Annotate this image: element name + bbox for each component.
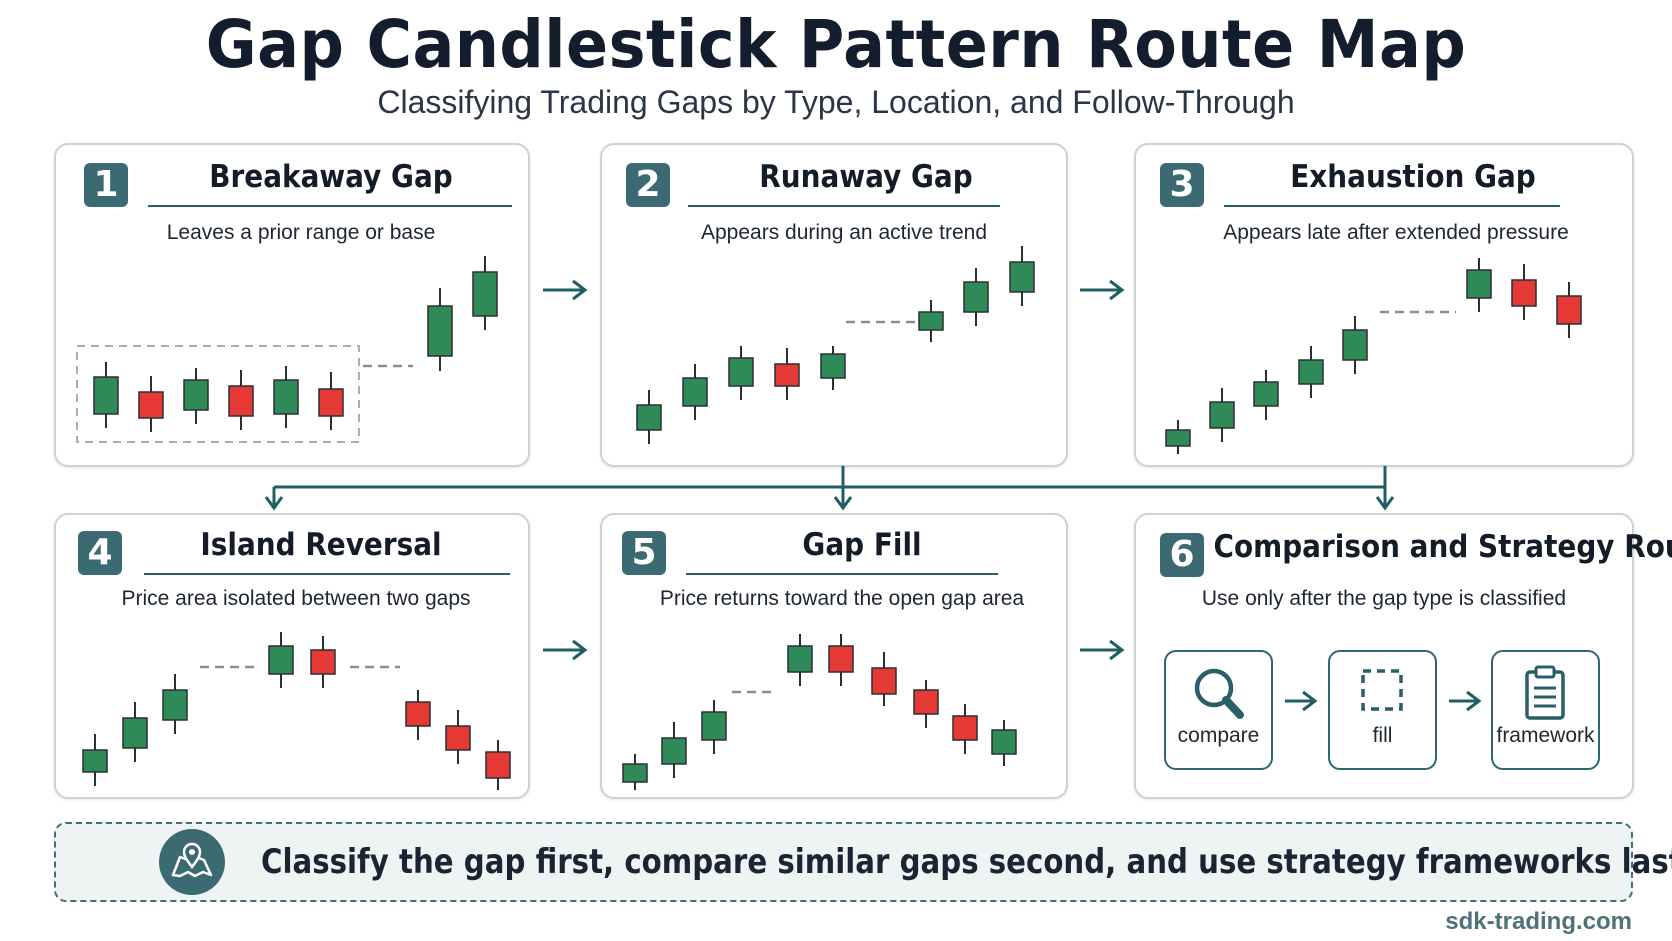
bearish-candle <box>871 667 897 695</box>
bullish-candle <box>963 281 989 313</box>
bearish-candle <box>405 701 431 727</box>
bullish-candle <box>728 357 754 387</box>
panel-description: Appears during an active trend <box>700 221 987 244</box>
bullish-candle <box>636 404 662 431</box>
bullish-candle <box>661 737 687 765</box>
route-label: fill <box>1372 724 1393 747</box>
bullish-candle <box>268 645 294 675</box>
banner-text: Classify the gap first, compare similar … <box>261 842 1672 882</box>
bullish-candle <box>1209 401 1235 429</box>
flow-arrow-head <box>833 496 853 511</box>
route-compare: compare <box>1164 650 1273 770</box>
panel-description: Use only after the gap type is classifie… <box>1201 587 1567 610</box>
flow-arrow-head <box>1109 279 1125 301</box>
map-pin-icon <box>159 829 225 895</box>
panel-description: Appears late after extended pressure <box>1223 221 1569 244</box>
magnifier-icon <box>1194 668 1244 719</box>
bullish-candle <box>122 717 148 749</box>
flow-arrow-head <box>1302 690 1318 712</box>
panel-number-badge: 3 <box>1160 163 1204 207</box>
clipboard-icon <box>1525 665 1565 720</box>
panel-description: Price returns toward the open gap area <box>659 587 1025 610</box>
bearish-candle <box>445 725 471 751</box>
takeaway-banner: Classify the gap first, compare similar … <box>54 822 1672 902</box>
dashed-square-icon <box>1361 669 1403 711</box>
panel-number-badge: 2 <box>626 163 670 207</box>
route-fill: fill <box>1328 650 1437 770</box>
bearish-candle <box>318 388 344 417</box>
panel-runaway-gap: 2 Runaway Gap Appears during an active t… <box>600 143 1068 467</box>
bullish-candle <box>183 379 209 411</box>
bearish-candle <box>485 751 511 779</box>
bullish-candle <box>1165 429 1191 447</box>
flow-arrow-head <box>1109 639 1125 661</box>
panel-description: Price area isolated between two gaps <box>121 587 471 610</box>
panel-description: Leaves a prior range or base <box>166 221 436 244</box>
flow-arrow-head <box>572 639 588 661</box>
bullish-candle <box>427 305 453 357</box>
panel-title-rule <box>148 205 512 207</box>
flow-arrow-head <box>1466 690 1482 712</box>
panel-title-rule <box>688 205 1000 207</box>
bullish-candle <box>682 377 708 407</box>
bearish-candle <box>774 363 800 387</box>
page-subtitle: Classifying Trading Gaps by Type, Locati… <box>377 84 1295 120</box>
bullish-candle <box>273 379 299 415</box>
route-label: framework <box>1496 724 1595 747</box>
panel-comparison-strategy: 6 Comparison and Strategy Routes Use onl… <box>1134 513 1672 799</box>
panel-title: Breakaway Gap <box>209 159 453 195</box>
flow-arrow-head <box>1375 496 1395 511</box>
panel-title-rule <box>144 573 510 575</box>
bullish-candle <box>162 689 188 721</box>
bearish-candle <box>1556 295 1582 325</box>
footer-brand: sdk-trading.com <box>1445 908 1632 935</box>
bearish-candle <box>913 689 939 715</box>
panel-title: Comparison and Strategy Routes <box>1213 529 1672 565</box>
bullish-candle <box>918 311 944 331</box>
bearish-candle <box>228 385 254 417</box>
panel-title-rule <box>686 573 998 575</box>
route-framework: framework <box>1491 650 1600 770</box>
bullish-candle <box>472 271 498 317</box>
bullish-candle <box>1253 381 1279 407</box>
panel-number-badge: 4 <box>78 531 122 575</box>
bullish-candle <box>622 763 648 783</box>
panel-title: Island Reversal <box>200 527 442 563</box>
route-label: compare <box>1177 724 1260 747</box>
panel-title: Runaway Gap <box>759 159 973 195</box>
bullish-candle <box>787 645 813 673</box>
panel-number-badge: 6 <box>1160 533 1204 577</box>
bearish-candle <box>1511 279 1537 307</box>
panel-number-badge: 5 <box>622 531 666 575</box>
flow-arrow-head <box>572 279 588 301</box>
panel-title: Exhaustion Gap <box>1290 159 1536 195</box>
consolidation-range-box <box>76 345 360 443</box>
bullish-candle <box>82 749 108 773</box>
flow-arrow-head <box>264 496 284 511</box>
bullish-candle <box>1342 329 1368 361</box>
bearish-candle <box>138 391 164 419</box>
bullish-candle <box>93 376 119 415</box>
panel-number-badge: 1 <box>84 163 128 207</box>
bullish-candle <box>1466 269 1492 299</box>
panel-title-rule <box>1224 205 1560 207</box>
bullish-candle <box>1298 359 1324 385</box>
bullish-candle <box>701 711 727 741</box>
bearish-candle <box>952 715 978 741</box>
page-title: Gap Candlestick Pattern Route Map <box>205 6 1467 83</box>
bullish-candle <box>1009 261 1035 293</box>
bullish-candle <box>991 729 1017 755</box>
panel-title: Gap Fill <box>802 527 922 563</box>
bearish-candle <box>310 649 336 675</box>
bearish-candle <box>828 645 854 673</box>
bullish-candle <box>820 353 846 379</box>
